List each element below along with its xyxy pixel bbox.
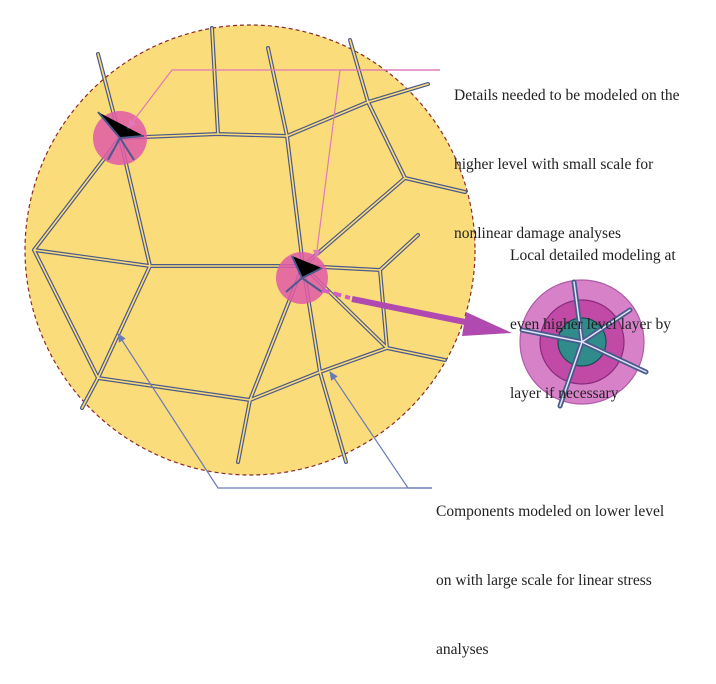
label-top-line-3: nonlinear damage analyses [454,225,621,242]
label-middle-line-3: layer if necessary [510,385,619,402]
label-middle-line-2: even higher level layer by [510,316,671,333]
bottom-leader-arrows [117,333,432,489]
member-network [32,26,467,464]
local-detail-model [519,279,649,409]
detail-zone-members [97,111,323,293]
label-middle-line-1: Local detailed modeling at [510,247,676,264]
label-bottom-line-1: Components modeled on lower level [436,503,665,520]
diagram-canvas [24,24,649,489]
label-bottom-line-2: on with large scale for linear stress [436,572,652,589]
label-bottom-line-3: analyses [436,641,489,658]
label-top-line-2: higher level with small scale for [454,156,654,173]
top-leader-arrows [127,69,440,259]
label-local-detail: Local detailed modeling at even higher l… [510,198,676,428]
label-top-line-1: Details needed to be modeled on the [454,87,680,104]
label-components-lower-level: Components modeled on lower level on wit… [436,454,664,684]
label-detail-higher-level: Details needed to be modeled on the high… [454,38,680,268]
zoom-arrow [321,288,512,336]
